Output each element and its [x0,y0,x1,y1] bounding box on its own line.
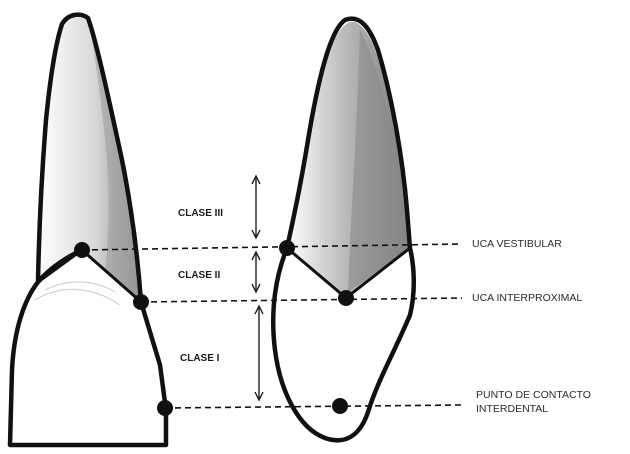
left-interproximal-point [133,294,149,310]
label-uca-vestibular: UCA VESTIBULAR [472,238,562,250]
left-contact-point [157,400,173,416]
label-punto-contacto-line2: INTERDENTAL [476,403,548,415]
label-uca-interproximal: UCA INTERPROXIMAL [472,292,582,304]
label-clase-iii: CLASE III [178,208,223,219]
right-contact-point [332,398,348,414]
left-vestibular-point [74,242,90,258]
label-clase-i: CLASE I [180,353,220,364]
label-punto-contacto-line1: PUNTO DE CONTACTO [476,389,591,401]
right-interproximal-point [338,290,354,306]
label-clase-ii: CLASE II [178,270,220,281]
right-vestibular-point [279,240,295,256]
